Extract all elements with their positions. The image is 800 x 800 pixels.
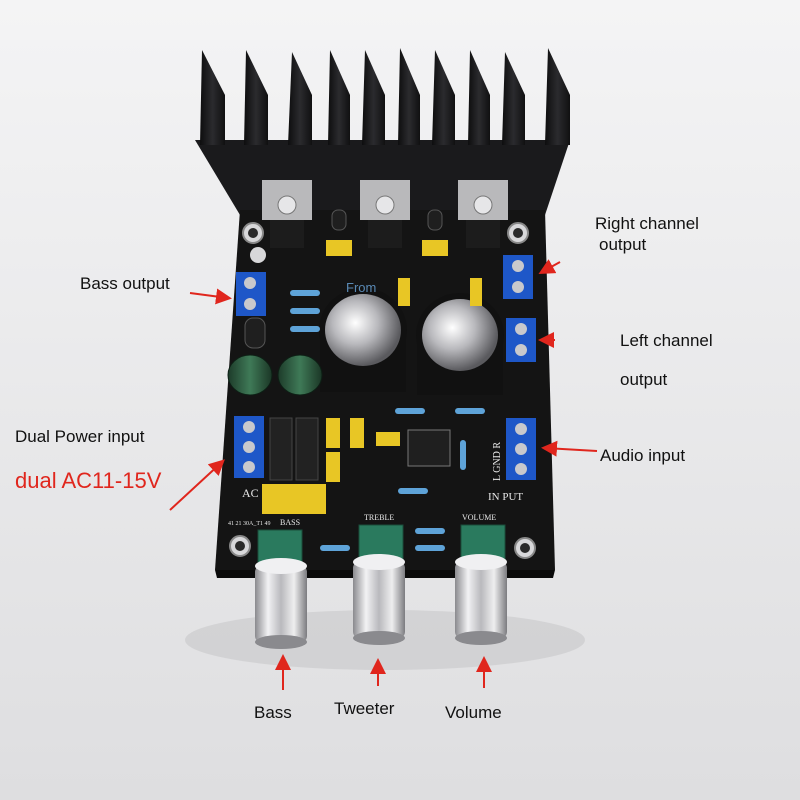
dual-ac-voltage-label: dual AC11-15V: [15, 468, 162, 493]
right-channel-label-line1: Right channel: [595, 214, 699, 233]
volume-knob-label: Volume: [445, 703, 502, 722]
dual-power-input-label: Dual Power input: [15, 427, 145, 446]
resistors: [290, 290, 485, 551]
film-capacitors: [262, 278, 482, 514]
power-ics: [262, 180, 508, 248]
bass-knob-label: Bass: [254, 703, 292, 722]
silk-from: From: [346, 280, 376, 295]
knobs: [255, 554, 507, 649]
silk-ac: AC: [242, 486, 259, 500]
rectifier: [269, 417, 293, 481]
audio-input-label: Audio input: [600, 446, 686, 465]
rectifier: [295, 417, 319, 481]
right-channel-label-line2: output: [599, 235, 647, 254]
silk-input: IN PUT: [488, 491, 523, 503]
silk-l-gnd-r: L GND R: [492, 442, 503, 481]
annotation-arrows: [169, 259, 598, 690]
silk-volume: VOLUME: [462, 513, 496, 522]
silk-board-code: 41 21 30A_T1 49: [228, 521, 271, 527]
left-channel-label-line2: output: [620, 370, 668, 389]
bass-output-label: Bass output: [80, 274, 170, 293]
terminal-blocks: [234, 255, 536, 480]
tweeter-knob-label: Tweeter: [334, 699, 395, 718]
silk-treble: TREBLE: [364, 513, 394, 522]
small-capacitors: [227, 247, 323, 396]
left-channel-label-line1: Left channel: [620, 331, 713, 350]
filter-capacitors: [319, 288, 504, 395]
op-amp-ic: [407, 429, 451, 467]
silk-bass: BASS: [280, 518, 300, 527]
